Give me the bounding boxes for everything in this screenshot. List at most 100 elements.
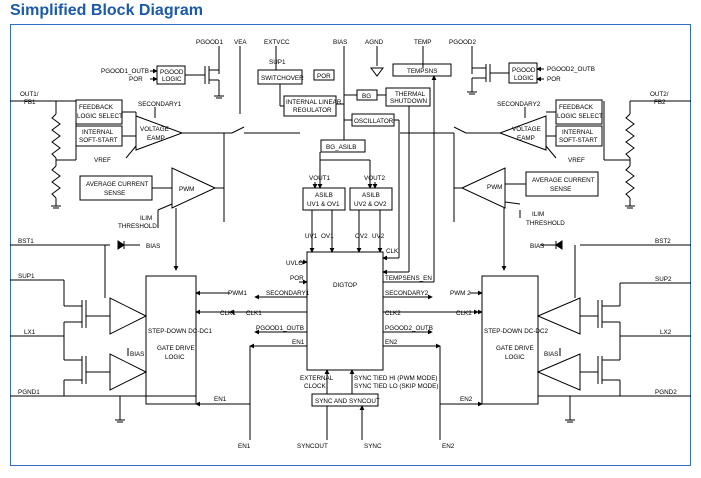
regulator-label-2: REGULATOR (293, 107, 332, 114)
tempsns-label: TEMPSNS (407, 68, 437, 75)
pin-agnd: AGND (365, 39, 384, 46)
avg-current-right-2: SENSE (550, 186, 571, 193)
avg-current-left-2: SENSE (104, 190, 125, 197)
label-por-digtop: POR (290, 275, 304, 282)
stepdown-dcdc1-box (145, 275, 197, 405)
label-clk2: CLK2 (456, 310, 472, 317)
pgood-logic-left-1: PGOOD (160, 69, 184, 76)
label-bias-left: BIAS (146, 243, 160, 250)
pin-pgood2: PGOOD2 (449, 39, 476, 46)
pin-bias: BIAS (333, 39, 347, 46)
pin-en2: EN2 (442, 443, 455, 450)
asilb1-box (302, 187, 346, 211)
label-bias-gate-left: BIAS (130, 351, 144, 358)
oscillator-label: OSCILLATOR (354, 118, 394, 125)
pin-sup2: SUP2 (655, 276, 672, 283)
stepdown-right-2: GATE DRIVE (496, 345, 534, 352)
pwm-right-label: PWM (487, 184, 502, 191)
voltage-eamp-right (498, 115, 547, 151)
eamp-left-2: EAMP (147, 135, 165, 142)
pin-pgnd1: PGND1 (18, 389, 40, 396)
label-ilim-right: ILIM (532, 211, 544, 218)
avg-current-left-1: AVERAGE CURRENT (86, 181, 149, 188)
pin-bst2: BST2 (655, 238, 671, 245)
thermal-shutdown-box (385, 87, 431, 107)
label-bias-right: BIAS (530, 243, 544, 250)
label-por-right: POR (547, 76, 561, 83)
digtop-box (306, 251, 384, 371)
pin-sync: SYNC (364, 443, 382, 450)
label-threshold-right: THRESHOLD (526, 220, 565, 227)
pin-pgood1: PGOOD1 (196, 39, 223, 46)
pgood-logic-right-2: LOGIC (514, 75, 534, 82)
feedback-right-1: FEEDBACK (559, 104, 594, 111)
label-clk1: CLK1 (220, 310, 236, 317)
stepdown-dcdc2-box (481, 275, 539, 405)
softstart-left-1: INTERNAL (82, 129, 114, 136)
asilb2-label-2: UV2 & OV2 (354, 201, 387, 208)
label-en1: EN1 (214, 396, 227, 403)
label-en2: EN2 (460, 396, 473, 403)
label-external-2: CLOCK (304, 383, 326, 390)
pin-vea: VEA (234, 39, 247, 46)
sync-syncout-box (311, 393, 379, 407)
pin-syncout: SYNCOUT (297, 443, 328, 450)
thermal-label-1: THERMAL (395, 91, 426, 98)
stepdown-left-1: STEP-DOWN DC-DC1 (148, 328, 213, 335)
label-uv2: UV2 (372, 233, 385, 240)
pin-lx2: LX2 (660, 329, 672, 336)
label-secondary1-digtop: SECONDARY1 (266, 290, 310, 297)
label-secondary2-digtop: SECONDARY2 (385, 290, 429, 297)
softstart-left-2: SOFT-START (79, 137, 118, 144)
label-sync-lo: SYNC TIED LO (SKIP MODE) (354, 383, 438, 390)
pwm-right (460, 167, 506, 209)
label-pwm1: PWM1 (228, 290, 247, 297)
pin-sup1: SUP1 (18, 273, 35, 280)
label-en1-digtop: EN1 (292, 339, 305, 346)
label-pgood2-outb-digtop: PGOOD2_OUTB (385, 325, 433, 332)
sync-syncout-label: SYNC AND SYNCOUT (315, 398, 380, 405)
pin-extvcc: EXTVCC (264, 39, 290, 46)
feedback-right-2: LOGIC SELECT (557, 113, 603, 120)
feedback-left-1: FEEDBACK (79, 104, 114, 111)
voltage-eamp-left (135, 115, 184, 151)
vout2-label: VOUT2 (364, 175, 385, 182)
softstart-right-2: SOFT-START (559, 137, 598, 144)
asilb1-label-2: UV1 & OV1 (307, 201, 340, 208)
label-secondary1: SECONDARY1 (138, 101, 182, 108)
label-vref-left: VREF (94, 157, 111, 164)
label-vref-right: VREF (568, 157, 585, 164)
feedback-left-2: LOGIC SELECT (77, 113, 123, 120)
label-clk2-digtop: CLK2 (385, 310, 401, 317)
pin-out1: OUT1/ (20, 91, 39, 98)
pin-lx1: LX1 (24, 329, 36, 336)
label-bias-gate-right: BIAS (544, 351, 558, 358)
label-pgood2-outb: PGOOD2_OUTB (547, 66, 595, 73)
label-pgood1-outb-digtop: PGOOD1_OUTB (256, 325, 304, 332)
thermal-label-2: SHUTDOWN (390, 98, 428, 105)
switchover-label: SWITCHOVER (261, 75, 304, 82)
asilb1-label-1: ASILB (315, 192, 333, 199)
pgood-logic-right-1: PGOOD (512, 67, 536, 74)
label-por-left: POR (129, 76, 143, 83)
label-sync-hi: SYNC TIED HI (PWM MODE) (354, 375, 438, 382)
tempsns-box (392, 63, 452, 77)
label-threshold-left: THRESHOLD (118, 223, 157, 230)
asilb2-label-1: ASILB (362, 192, 380, 199)
softstart-right-1: INTERNAL (562, 129, 594, 136)
por-label: POR (317, 73, 331, 80)
regulator-label-1: INTERNAL LINEAR (286, 99, 342, 106)
digtop-label: DIGTOP (333, 282, 357, 289)
label-external-1: EXTERNAL (300, 375, 334, 382)
eamp-right-1: VOLTAGE (512, 126, 541, 133)
bg-label: BG (362, 93, 371, 100)
pin-pgnd2: PGND2 (655, 389, 677, 396)
label-ov1: OV1 (321, 233, 334, 240)
bg-asilb-box (320, 139, 366, 153)
label-pwm2: PWM 2 (450, 290, 471, 297)
label-pgood1-outb: PGOOD1_OUTB (101, 68, 149, 75)
label-uv1: UV1 (305, 233, 318, 240)
label-clk1-digtop: CLK1 (246, 310, 262, 317)
pin-fb1: FB1 (24, 99, 36, 106)
